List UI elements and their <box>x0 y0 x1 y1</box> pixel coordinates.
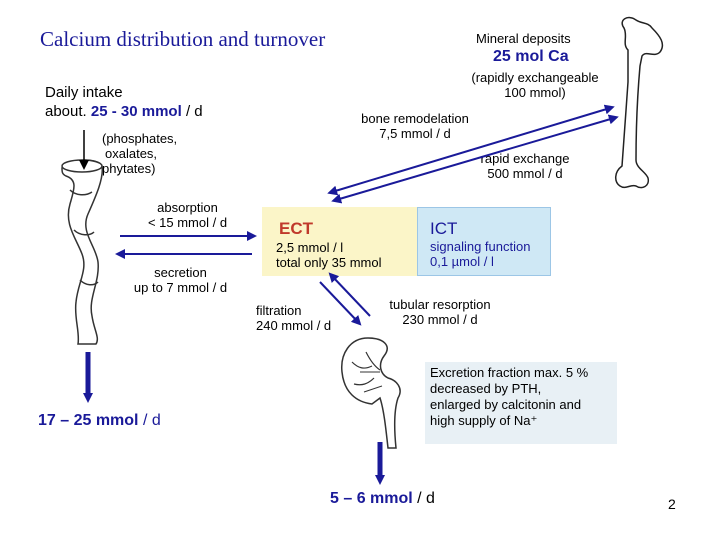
absorption-label: absorption < 15 mmol / d <box>147 200 228 230</box>
kidney-icon <box>341 337 401 449</box>
excretion-info-text: Excretion fraction max. 5 % decreased by… <box>430 365 589 428</box>
ect-values: 2,5 mmol / l total only 35 mmol <box>276 240 382 270</box>
page-number: 2 <box>668 496 676 512</box>
ict-box: ICT signaling function 0,1 µmol / l <box>417 207 551 276</box>
intestine-icon <box>61 159 104 345</box>
page-title: Calcium distribution and turnover <box>40 27 326 51</box>
tubular-resorption-arrow <box>328 272 371 317</box>
bone-remodelation-arrow <box>327 104 615 196</box>
binders-note: (phosphates, oxalates, phytates) <box>102 131 178 176</box>
rapid-exchange-arrow <box>331 114 619 204</box>
urine-excretion-value: 5 – 6 mmol / d <box>330 490 435 507</box>
excretion-info-box: Excretion fraction max. 5 % decreased by… <box>425 362 617 444</box>
ect-label: ECT <box>279 219 313 238</box>
secretion-label: secretion up to 7 mmol / d <box>133 265 228 295</box>
ect-box: ECT 2,5 mmol / l total only 35 mmol <box>262 207 417 276</box>
bone-icon <box>615 16 664 189</box>
ict-values: signaling function 0,1 µmol / l <box>430 239 531 269</box>
tubular-resorption-label: tubular resorption 230 mmol / d <box>389 297 491 327</box>
mineral-deposits-heading: Mineral deposits <box>476 31 571 46</box>
filtration-arrow <box>319 281 362 326</box>
ict-label: ICT <box>430 219 458 238</box>
mineral-deposits-amount: 25 mol Ca <box>493 48 569 65</box>
daily-intake-label: Daily intake about. 25 - 30 mmol / d <box>45 84 203 120</box>
filtration-label: filtration 240 mmol / d <box>256 303 332 333</box>
mineral-deposits-note: (rapidly exchangeable 100 mmol) <box>471 70 599 100</box>
fecal-excretion-value: 17 – 25 mmol / d <box>38 412 161 429</box>
